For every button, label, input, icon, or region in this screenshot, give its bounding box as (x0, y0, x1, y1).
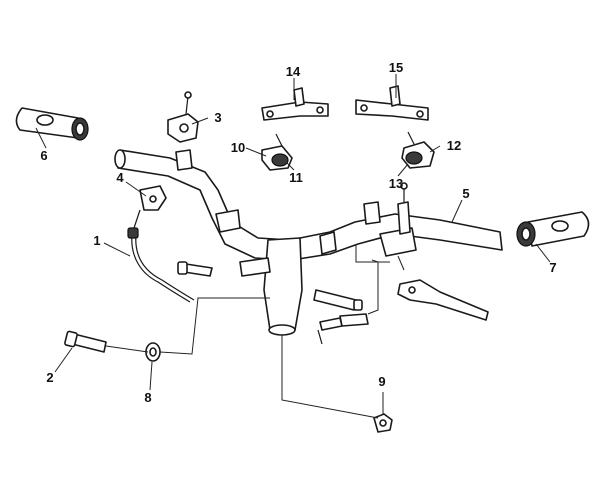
callout-4: 4 (116, 170, 124, 185)
callout-8: 8 (144, 390, 151, 405)
callout-3: 3 (214, 110, 221, 125)
nut-8 (145, 342, 161, 362)
mirror-holder-left (167, 91, 199, 143)
lever-bracket-left (139, 185, 167, 211)
lever-bracket-right (379, 182, 417, 257)
callout-2: 2 (46, 370, 53, 385)
throttle-cable (127, 209, 195, 303)
callout-9: 9 (378, 374, 385, 389)
callout-10: 10 (231, 140, 245, 155)
callout-6: 6 (40, 148, 47, 163)
switch-right (401, 131, 435, 169)
assembly-lines (105, 244, 405, 419)
switch-left (261, 133, 293, 171)
callout-14: 14 (286, 64, 301, 79)
callout-15: 15 (389, 60, 403, 75)
nut-9 (373, 413, 393, 433)
bolt-long (64, 330, 107, 353)
callout-7: 7 (549, 260, 556, 275)
right-grip (516, 211, 590, 247)
bracket-left (261, 87, 329, 121)
left-grip (15, 107, 89, 141)
callout-5: 5 (462, 186, 469, 201)
bracket-right (355, 85, 429, 121)
brake-lever (397, 279, 489, 321)
callout-leaders (35, 74, 551, 414)
bolt-center (177, 257, 369, 345)
callout-13: 13 (389, 176, 403, 191)
callout-12: 12 (447, 138, 461, 153)
callout-labels: 1 2 3 4 5 6 7 8 9 10 11 12 13 14 15 (40, 60, 556, 405)
callout-1: 1 (93, 233, 100, 248)
callout-11: 11 (289, 170, 303, 185)
